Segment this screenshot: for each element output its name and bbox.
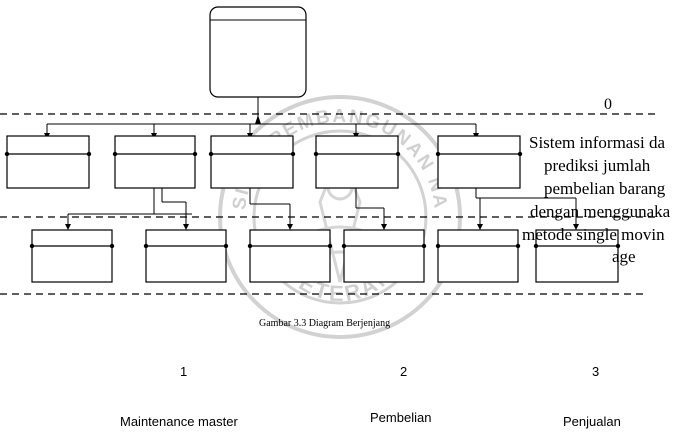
- level-2-box-5: [437, 229, 519, 283]
- process-name-maintenance-master: Maintenance master: [120, 414, 238, 429]
- process-number-2: 2: [400, 364, 408, 379]
- level-2-box-1: [31, 229, 113, 283]
- level-1-box-3: [210, 135, 294, 189]
- overflow-text-line-3: pembelian barang: [544, 179, 666, 198]
- figure-caption: Gambar 3.3 Diagram Berjenjang: [259, 318, 391, 329]
- overflow-text-line-4: dengan menggunaka: [530, 202, 671, 221]
- level-2-box-6: [535, 229, 619, 283]
- level-1-box-4: [315, 135, 399, 189]
- level-zero-label: 0: [604, 96, 612, 113]
- overflow-text-line-2: prediksi jumlah: [544, 156, 651, 175]
- overflow-text-line-5: metode single movin: [522, 225, 665, 244]
- level-1-box-2: [114, 135, 196, 189]
- process-name-pembelian: Pembelian: [370, 410, 432, 425]
- process-number-1: 1: [180, 364, 188, 379]
- level-2-box-2: [145, 229, 227, 283]
- level-2-box-4: [343, 229, 425, 283]
- process-name-penjualan: Penjualan: [563, 414, 621, 429]
- context-process-box: [209, 6, 307, 98]
- overflow-text-line-6: age: [612, 247, 636, 266]
- overflow-text-line-1: Sistem informasi da: [529, 133, 665, 152]
- level-2-box-3: [249, 229, 331, 283]
- level-1-box-5: [437, 135, 521, 189]
- level-1-box-1: [6, 135, 90, 189]
- process-number-3: 3: [592, 364, 600, 379]
